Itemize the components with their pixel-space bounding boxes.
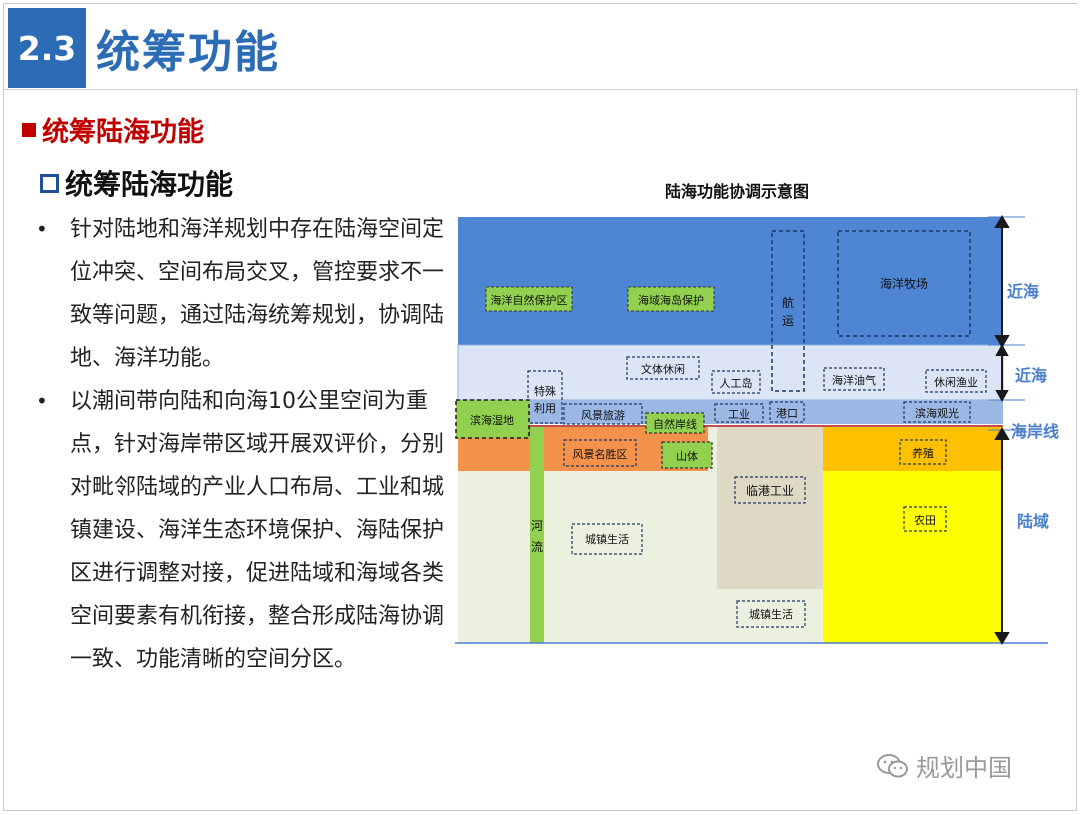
marine-ranch-label: 海洋牧场	[880, 276, 928, 291]
bullet-dot-icon: •	[36, 389, 48, 413]
offshore-oil-box	[823, 367, 885, 391]
urban-living-label-1: 城镇生活	[585, 532, 629, 546]
scenic-tourism-box	[563, 403, 643, 425]
header-band: 2.3 统筹功能	[4, 4, 1078, 90]
hollow-square-bullet-icon	[40, 173, 59, 193]
port-industry-block	[717, 427, 823, 589]
culture-leisure-box	[626, 356, 700, 380]
port-industry-label-box	[734, 476, 806, 504]
farmland-label: 农田	[914, 513, 936, 527]
marine-nature-reserve-box	[485, 286, 573, 312]
island-protection-label: 海域海岛保护	[638, 293, 704, 307]
zone-ticks	[988, 216, 1025, 431]
aquaculture-label: 养殖	[912, 446, 934, 460]
heading-secondary: 统筹陆海功能	[40, 163, 233, 203]
farmland-area	[823, 471, 1003, 643]
mountain-box	[661, 441, 713, 469]
bullet-item: • 以潮间带向陆和向海10公里空间为重点，针对海岸带区域开展双评价，分别对毗邻陆…	[32, 380, 452, 681]
river-strip	[530, 427, 544, 643]
land-sea-coordination-diagram: 航 运 海洋牧场 海洋自然保护区 海域海岛保护 文体休闲 人工岛 海洋油气 休闲…	[455, 215, 1059, 645]
coastal-sightseeing-box	[903, 401, 971, 423]
zone-label-land: 陆域	[1017, 512, 1049, 531]
section-title: 统筹功能	[96, 27, 280, 78]
bullet-list: • 针对陆地和海洋规划中存在陆海空间定位冲突、空间布局交叉，管控要求不一致等问题…	[32, 208, 452, 681]
watermark: 规划中国	[876, 748, 1012, 783]
scenic-area-box	[563, 439, 637, 467]
heading-secondary-text: 统筹陆海功能	[65, 168, 234, 201]
river-label-2: 流	[531, 540, 543, 554]
zone-arrows	[994, 215, 1010, 645]
leisure-fishery-box	[925, 369, 987, 393]
natural-shoreline-label: 自然岸线	[653, 417, 697, 431]
diagram-title: 陆海功能协调示意图	[664, 182, 809, 201]
zone-label-near-sea-2: 近海	[1015, 366, 1047, 385]
coastal-sightseeing-label: 滨海观光	[915, 406, 959, 420]
coastal-wetland-box	[455, 399, 530, 439]
zone-label-coastline: 海岸线	[1011, 422, 1059, 441]
urban-living-box-2	[736, 600, 806, 628]
watermark-text: 规划中国	[916, 754, 1012, 782]
port-industry-label: 临港工业	[746, 484, 794, 498]
near-sea-area	[457, 344, 1004, 401]
river-label-1: 河	[531, 519, 543, 533]
scenic-tourism-label: 风景旅游	[581, 408, 625, 422]
shipping-label-1: 航	[782, 295, 794, 310]
bullet-text: 针对陆地和海洋规划中存在陆海空间定位冲突、空间布局交叉，管控要求不一致等问题，通…	[70, 217, 445, 371]
bullet-item: • 针对陆地和海洋规划中存在陆海空间定位冲突、空间布局交叉，管控要求不一致等问题…	[32, 208, 452, 380]
leisure-fishery-label: 休闲渔业	[934, 375, 978, 389]
industry-box	[714, 403, 764, 423]
culture-leisure-label: 文体休闲	[641, 362, 685, 376]
shipping-label-2: 运	[782, 314, 794, 328]
heading-primary: 统筹陆海功能	[22, 110, 204, 149]
port-label: 港口	[776, 407, 798, 420]
marine-ranch-box	[837, 230, 971, 337]
deep-sea-area	[458, 217, 1003, 345]
special-use-label-2: 利用	[534, 402, 556, 415]
scenic-area-label: 风景名胜区	[573, 447, 628, 461]
coastal-wetland-label: 滨海湿地	[470, 413, 514, 427]
red-square-bullet-icon	[22, 122, 36, 137]
bullet-dot-icon: •	[36, 217, 48, 241]
section-number: 2.3	[8, 8, 86, 88]
aquaculture-box	[899, 439, 947, 465]
offshore-oil-label: 海洋油气	[832, 373, 876, 387]
shipping-lane-box	[771, 230, 805, 392]
industry-label: 工业	[728, 408, 750, 421]
heading-primary-text: 统筹陆海功能	[42, 117, 204, 148]
natural-shoreline-box	[645, 412, 705, 434]
urban-living-label-2: 城镇生活	[749, 607, 793, 621]
zone-label-near-sea-1: 近海	[1007, 282, 1039, 301]
port-box	[769, 401, 805, 423]
marine-nature-reserve-label: 海洋自然保护区	[491, 293, 568, 307]
special-use-label-1: 特殊	[534, 384, 556, 398]
mountain-label: 山体	[676, 449, 698, 463]
urban-living-box-1	[571, 523, 643, 555]
wechat-icon	[877, 753, 908, 777]
artificial-island-label: 人工岛	[720, 376, 753, 390]
farmland-label-box	[903, 506, 947, 532]
island-protection-box	[627, 286, 715, 312]
bullet-text: 以潮间带向陆和向海10公里空间为重点，针对海岸带区域开展双评价，分别对毗邻陆域的…	[70, 389, 445, 672]
special-use-box	[527, 370, 563, 424]
